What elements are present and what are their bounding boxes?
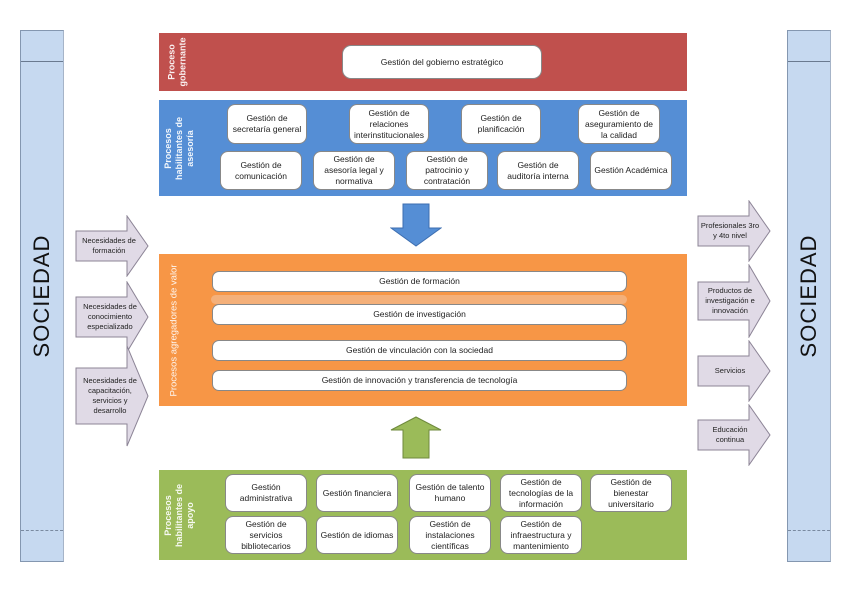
support-process-band: Procesos habilitantes de apoyo Gestión a…: [159, 470, 687, 560]
input-label: Necesidades de conocimiento especializad…: [83, 302, 137, 331]
process-box-general-secretariat[interactable]: Gestión de secretaría general: [227, 104, 307, 144]
output-arrow-services: Servicios: [697, 340, 771, 402]
process-box-strategic-government[interactable]: Gestión del gobierno estratégico: [342, 45, 542, 79]
process-box-internal-audit[interactable]: Gestión de auditoría interna: [497, 151, 579, 190]
output-label: Productos de investigación e innovación: [705, 286, 755, 315]
advisory-band-label: Procesos habilitantes de asesoría: [162, 116, 195, 180]
process-box-community-outreach[interactable]: Gestión de vinculación con la sociedad: [212, 340, 627, 361]
input-arrow-training-needs: Necesidades de formación: [75, 215, 149, 277]
society-bar-cap-top: [21, 61, 63, 62]
down-arrow-icon: [390, 203, 442, 247]
process-box-human-talent[interactable]: Gestión de talento humano: [409, 474, 491, 512]
process-box-planning[interactable]: Gestión de planificación: [461, 104, 541, 144]
process-box-research[interactable]: Gestión de investigación: [212, 304, 627, 325]
up-arrow-icon: [390, 416, 442, 459]
advisory-process-band: Procesos habilitantes de asesoría Gestió…: [159, 100, 687, 196]
output-label: Educación continua: [712, 425, 748, 444]
process-box-training[interactable]: Gestión de formación: [212, 271, 627, 292]
output-label: Profesionales 3ro y 4to nivel: [700, 221, 760, 240]
process-box-interinstitutional-relations[interactable]: Gestión de relaciones interinstitucional…: [349, 104, 429, 144]
society-bar-cap-bottom: [788, 530, 830, 531]
process-box-library-services[interactable]: Gestión de servicios bibliotecarios: [225, 516, 307, 554]
process-box-innovation-transfer[interactable]: Gestión de innovación y transferencia de…: [212, 370, 627, 391]
process-box-information-technology[interactable]: Gestión de tecnologías de la información: [500, 474, 582, 512]
process-box-university-welfare[interactable]: Gestión de bienestar universitario: [590, 474, 672, 512]
output-label: Servicios: [714, 366, 746, 375]
input-arrow-specialized-knowledge-needs: Necesidades de conocimiento especializad…: [75, 281, 149, 353]
input-label: Necesidades de capacitación, servicios y…: [83, 376, 137, 415]
output-arrow-research-products: Productos de investigación e innovación: [697, 264, 771, 338]
process-box-infrastructure-maintenance[interactable]: Gestión de infraestructura y mantenimien…: [500, 516, 582, 554]
input-label: Necesidades de formación: [82, 236, 136, 255]
process-box-languages[interactable]: Gestión de idiomas: [316, 516, 398, 554]
governing-process-band: Proceso gobernante Gestión del gobierno …: [159, 33, 687, 91]
process-box-academic[interactable]: Gestión Académica: [590, 151, 672, 190]
society-bar-cap-top: [788, 61, 830, 62]
value-adding-process-band: Procesos agregadores de valor Gestión de…: [159, 254, 687, 406]
process-box-scientific-facilities[interactable]: Gestión de instalaciones científicas: [409, 516, 491, 554]
society-label-left: SOCIEDAD: [29, 234, 54, 358]
society-label-right: SOCIEDAD: [796, 234, 821, 358]
process-box-communication[interactable]: Gestión de comunicación: [220, 151, 302, 190]
support-band-label: Procesos habilitantes de apoyo: [162, 483, 195, 547]
process-box-legal-advisory[interactable]: Gestión de asesoría legal y normativa: [313, 151, 395, 190]
society-bar-cap-bottom: [21, 530, 63, 531]
input-arrow-capacity-services-development-needs: Necesidades de capacitación, servicios y…: [75, 345, 149, 447]
governing-band-label: Proceso gobernante: [166, 37, 188, 87]
output-arrow-continuing-education: Educación continua: [697, 404, 771, 466]
value-adding-band-label: Procesos agregadores de valor: [168, 263, 180, 397]
connector-strip: [211, 295, 627, 304]
output-arrow-professionals: Profesionales 3ro y 4to nivel: [697, 200, 771, 262]
society-bar-left: SOCIEDAD: [20, 30, 64, 562]
society-bar-right: SOCIEDAD: [787, 30, 831, 562]
process-box-quality-assurance[interactable]: Gestión de aseguramiento de la calidad: [578, 104, 660, 144]
process-box-sponsorship-contracting[interactable]: Gestión de patrocinio y contratación: [406, 151, 488, 190]
process-box-administrative[interactable]: Gestión administrativa: [225, 474, 307, 512]
process-box-financial[interactable]: Gestión financiera: [316, 474, 398, 512]
